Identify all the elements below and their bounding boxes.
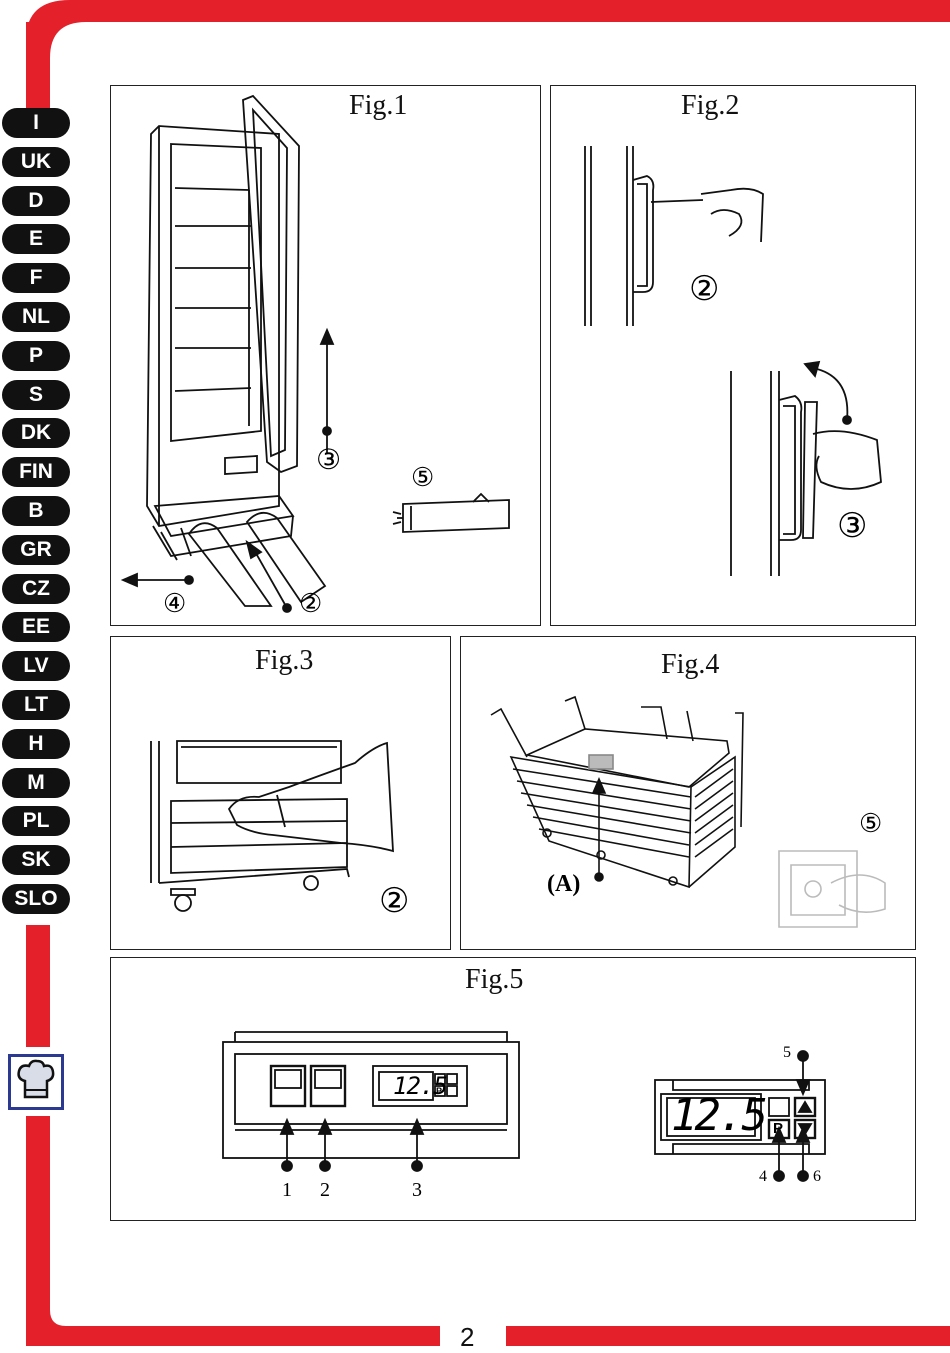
label-5: 5 — [783, 1044, 791, 1061]
control-panel-illustration — [222, 1031, 826, 1182]
red-frame-corner-bottom — [26, 1280, 86, 1346]
figure-5-panel: Fig.5 12.5 12.5 P — [110, 957, 916, 1221]
figure-title: Fig.1 — [349, 90, 408, 121]
lang-tab[interactable]: SLO — [2, 883, 70, 914]
figure-3-panel: Fig.3 ② — [110, 636, 451, 950]
red-frame-top — [70, 0, 950, 22]
handle-removal-illustration — [584, 146, 882, 576]
callout-2: ② — [379, 883, 410, 920]
language-tabs: I UK D E F NL P S DK FIN B GR CZ EE LV L… — [2, 108, 72, 923]
lang-tab[interactable]: P — [2, 340, 70, 371]
lang-tab[interactable]: H — [2, 728, 70, 759]
figure-1-panel: Fig.1 ③ ⑤ ④ ② — [110, 85, 541, 626]
callout-5: ⑤ — [859, 809, 883, 838]
chef-hat-icon — [8, 1054, 64, 1110]
lang-tab[interactable]: I — [2, 108, 70, 138]
lang-tab[interactable]: B — [2, 495, 70, 526]
lang-tab[interactable]: F — [2, 263, 70, 294]
lang-tab[interactable]: LT — [2, 689, 70, 720]
lang-tab[interactable]: E — [2, 224, 70, 255]
lang-tab[interactable]: NL — [2, 301, 70, 332]
lang-tab[interactable]: DK — [2, 418, 70, 449]
lang-tab[interactable]: M — [2, 767, 70, 798]
lang-tab[interactable]: CZ — [2, 573, 70, 604]
figure-2-panel: Fig.2 ② ③ — [550, 85, 916, 626]
lang-tab[interactable]: PL — [2, 806, 70, 837]
label-6: 6 — [813, 1168, 821, 1185]
lang-tab[interactable]: S — [2, 379, 70, 410]
callout-4: ④ — [163, 589, 187, 618]
label-1: 1 — [282, 1179, 292, 1201]
red-frame-bottom-right — [506, 1326, 950, 1346]
callout-3: ③ — [316, 445, 342, 476]
key-p-large: P — [773, 1120, 784, 1137]
thermostat-display-large: 12.5 — [671, 1090, 768, 1141]
lang-tab[interactable]: UK — [2, 146, 70, 177]
lang-tab[interactable]: FIN — [2, 457, 70, 488]
lang-tab[interactable]: GR — [2, 534, 70, 565]
red-frame-bottom-left — [26, 1326, 440, 1346]
label-a: (A) — [547, 871, 581, 897]
figure-title: Fig.4 — [661, 649, 720, 680]
label-4: 4 — [759, 1168, 767, 1185]
thermostat-display-small: 12.5 — [393, 1072, 448, 1100]
callout-5: ⑤ — [411, 463, 435, 492]
label-location-illustration — [490, 695, 886, 928]
lang-tab[interactable]: EE — [2, 612, 70, 643]
figure-4-panel: Fig.4 (A) ⑤ — [460, 636, 916, 950]
lang-tab[interactable]: LV — [2, 651, 70, 682]
red-frame-left-mid — [26, 925, 50, 1047]
figure-title: Fig.2 — [681, 90, 740, 121]
label-3: 3 — [412, 1179, 422, 1201]
page-number: 2 — [460, 1322, 475, 1352]
lang-tab[interactable]: SK — [2, 845, 70, 876]
display-cabinet-illustration — [120, 94, 510, 613]
figure-title: Fig.3 — [255, 645, 314, 676]
drawer-pull-illustration — [150, 740, 394, 912]
callout-3: ③ — [837, 508, 868, 545]
callout-2: ② — [299, 589, 323, 618]
label-2: 2 — [320, 1179, 330, 1201]
red-frame-corner-top — [26, 0, 106, 110]
key-p-small: P — [436, 1086, 443, 1096]
lang-tab[interactable]: D — [2, 185, 70, 216]
callout-2: ② — [689, 271, 720, 308]
figure-title: Fig.5 — [465, 964, 524, 995]
